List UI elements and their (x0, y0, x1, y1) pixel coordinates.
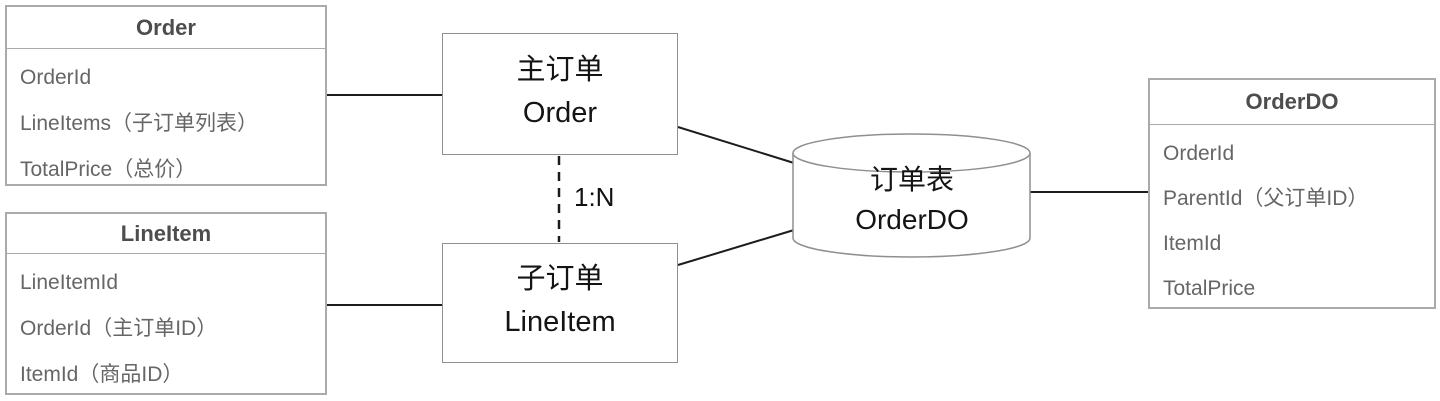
table-row: LineItems（子订单列表） (20, 112, 259, 135)
node-sub-order: 子订单 LineItem (442, 243, 678, 363)
connector-mainorder-to-db (677, 126, 795, 164)
db-node-label-en: OrderDO (855, 204, 969, 235)
table-row: TotalPrice (1163, 277, 1256, 300)
entity-table-order: Order OrderId LineItems（子订单列表） TotalPric… (5, 5, 327, 186)
table-row: ParentId（父订单ID） (1163, 187, 1369, 210)
node-main-order: 主订单 Order (442, 33, 678, 155)
entity-table-order-title: Order (7, 7, 325, 49)
db-cylinder-body (792, 153, 1031, 258)
entity-table-orderdo-body: OrderId ParentId（父订单ID） ItemId TotalPric… (1150, 125, 1434, 311)
table-row: OrderId（主订单ID） (20, 317, 218, 340)
table-row: TotalPrice（总价） (20, 158, 197, 181)
entity-table-orderdo-title: OrderDO (1150, 80, 1434, 125)
table-row: ItemId（商品ID） (20, 363, 184, 386)
table-row: OrderId (20, 66, 92, 89)
relation-label: 1:N (574, 182, 615, 212)
node-sub-order-label-en: LineItem (504, 306, 616, 338)
table-row: LineItemId (20, 271, 119, 294)
table-row: OrderId (1163, 142, 1235, 165)
db-cylinder-top (792, 133, 1031, 173)
node-sub-order-label-zh: 子订单 (516, 263, 604, 295)
entity-table-order-body: OrderId LineItems（子订单列表） TotalPrice（总价） (7, 49, 325, 193)
db-cylinder (792, 133, 1031, 258)
node-main-order-label-zh: 主订单 (516, 54, 604, 86)
db-node-label: 订单表 OrderDO (793, 160, 1031, 240)
node-main-order-label-en: Order (522, 97, 598, 129)
db-node-label-zh: 订单表 (869, 164, 954, 195)
table-row: ItemId (1163, 232, 1222, 255)
entity-table-lineitem-body: LineItemId OrderId（主订单ID） ItemId（商品ID） (7, 254, 325, 398)
entity-table-orderdo: OrderDO OrderId ParentId（父订单ID） ItemId T… (1148, 78, 1436, 309)
entity-table-lineitem: LineItem LineItemId OrderId（主订单ID） ItemI… (5, 212, 327, 395)
connector-suborder-to-db (677, 229, 795, 266)
entity-table-lineitem-title: LineItem (7, 214, 325, 254)
